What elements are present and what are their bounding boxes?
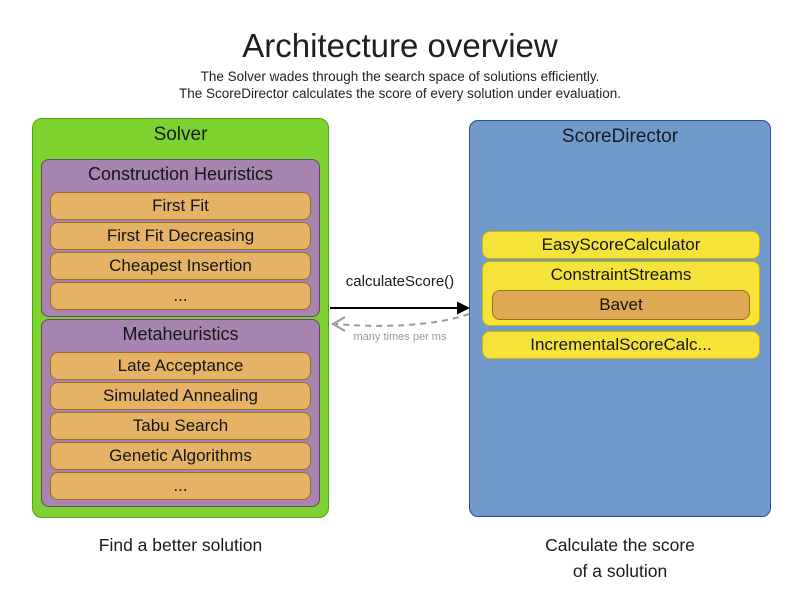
incremental-score-calculator-box: IncrementalScoreCalc... bbox=[482, 331, 760, 359]
bavet-box: Bavet bbox=[492, 290, 750, 320]
item-cheapest-insertion: Cheapest Insertion bbox=[50, 252, 311, 280]
frequency-label: many times per ms bbox=[353, 331, 447, 343]
item-first-fit-decreasing: First Fit Decreasing bbox=[50, 222, 311, 250]
construction-heuristics-section: Construction Heuristics First Fit First … bbox=[41, 159, 320, 317]
easy-score-calculator-box: EasyScoreCalculator bbox=[482, 231, 760, 259]
item-first-fit: First Fit bbox=[50, 192, 311, 220]
item-simulated-annealing: Simulated Annealing bbox=[50, 382, 311, 410]
page-title: Architecture overview bbox=[242, 27, 558, 64]
solver-title: Solver bbox=[153, 124, 208, 145]
subtitle-line-1: The Solver wades through the search spac… bbox=[200, 69, 600, 84]
construction-heuristics-title: Construction Heuristics bbox=[87, 164, 274, 184]
score-director-caption-line-2: of a solution bbox=[572, 561, 668, 581]
solver-box: Solver Construction Heuristics First Fit… bbox=[32, 118, 329, 518]
constraint-streams-title: ConstraintStreams bbox=[550, 265, 692, 284]
score-director-title: ScoreDirector bbox=[561, 126, 679, 147]
score-director-caption: Calculate the score of a solution bbox=[469, 532, 771, 584]
subtitle-line-2: The ScoreDirector calculates the score o… bbox=[179, 86, 621, 101]
solid-arrow-head-icon bbox=[457, 301, 470, 315]
item-metaheuristics-ellipsis: ... bbox=[50, 472, 311, 500]
arrow-graphics bbox=[330, 301, 470, 332]
calculate-score-label: calculateScore() bbox=[345, 273, 455, 290]
score-director-box: ScoreDirector EasyScoreCalculator Constr… bbox=[469, 120, 771, 517]
dashed-arrow-line bbox=[335, 313, 470, 327]
item-tabu-search: Tabu Search bbox=[50, 412, 311, 440]
item-late-acceptance: Late Acceptance bbox=[50, 352, 311, 380]
dashed-arrow-head-icon bbox=[331, 316, 346, 332]
item-genetic-algorithms: Genetic Algorithms bbox=[50, 442, 311, 470]
solver-caption: Find a better solution bbox=[98, 535, 263, 555]
metaheuristics-section: Metaheuristics Late Acceptance Simulated… bbox=[41, 319, 320, 507]
item-construction-ellipsis: ... bbox=[50, 282, 311, 310]
score-director-caption-line-1: Calculate the score bbox=[545, 535, 695, 555]
metaheuristics-title: Metaheuristics bbox=[122, 324, 239, 344]
constraint-streams-box: ConstraintStreams Bavet bbox=[482, 261, 760, 326]
